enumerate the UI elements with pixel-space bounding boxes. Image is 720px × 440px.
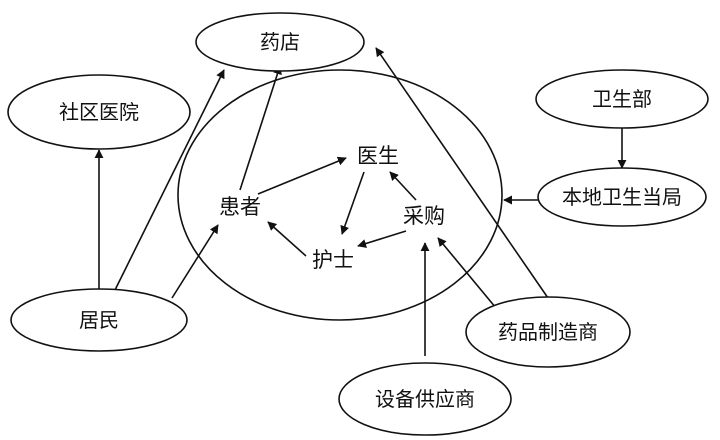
- node-equipment-supplier-label: 设备供应商: [375, 387, 475, 411]
- node-pharmacy: 药店: [195, 12, 365, 72]
- node-community-hospital-label: 社区医院: [59, 100, 139, 124]
- node-local-health-authority-label: 本地卫生当局: [562, 185, 682, 209]
- node-local-health-authority: 本地卫生当局: [537, 167, 707, 227]
- edge-doctor-to-nurse: [340, 171, 365, 235]
- edge-residents-to-patient: [171, 224, 219, 299]
- node-doctor-label: 医生: [357, 144, 399, 168]
- edge-patient-to-doctor: [257, 156, 347, 195]
- node-drug-manufacturer-label: 药品制造商: [498, 320, 598, 344]
- node-patient-label: 患者: [219, 195, 261, 219]
- node-ministry-of-health-label: 卫生部: [592, 87, 652, 111]
- node-residents: 居民: [10, 288, 188, 352]
- node-drug-manufacturer: 药品制造商: [465, 296, 631, 368]
- edge-procurement-to-nurse: [357, 230, 407, 248]
- node-pharmacy-label: 药店: [260, 30, 300, 54]
- edge-manufacturer-to-procurement: [437, 237, 497, 309]
- edge-residents-to-pharmacy: [114, 69, 225, 291]
- node-procurement-label: 采购: [403, 204, 445, 228]
- node-residents-label: 居民: [79, 308, 119, 332]
- node-ministry-of-health: 卫生部: [535, 69, 709, 129]
- edge-nurse-to-patient: [267, 221, 307, 257]
- node-nurse-label: 护士: [312, 248, 354, 272]
- edge-procurement-to-doctor: [389, 171, 417, 201]
- edge-manufacturer-to-pharmacy: [375, 47, 549, 299]
- hospital-boundary: [177, 69, 503, 321]
- edge-patient-to-pharmacy: [239, 65, 282, 191]
- node-equipment-supplier: 设备供应商: [338, 362, 512, 436]
- node-community-hospital: 社区医院: [7, 74, 191, 150]
